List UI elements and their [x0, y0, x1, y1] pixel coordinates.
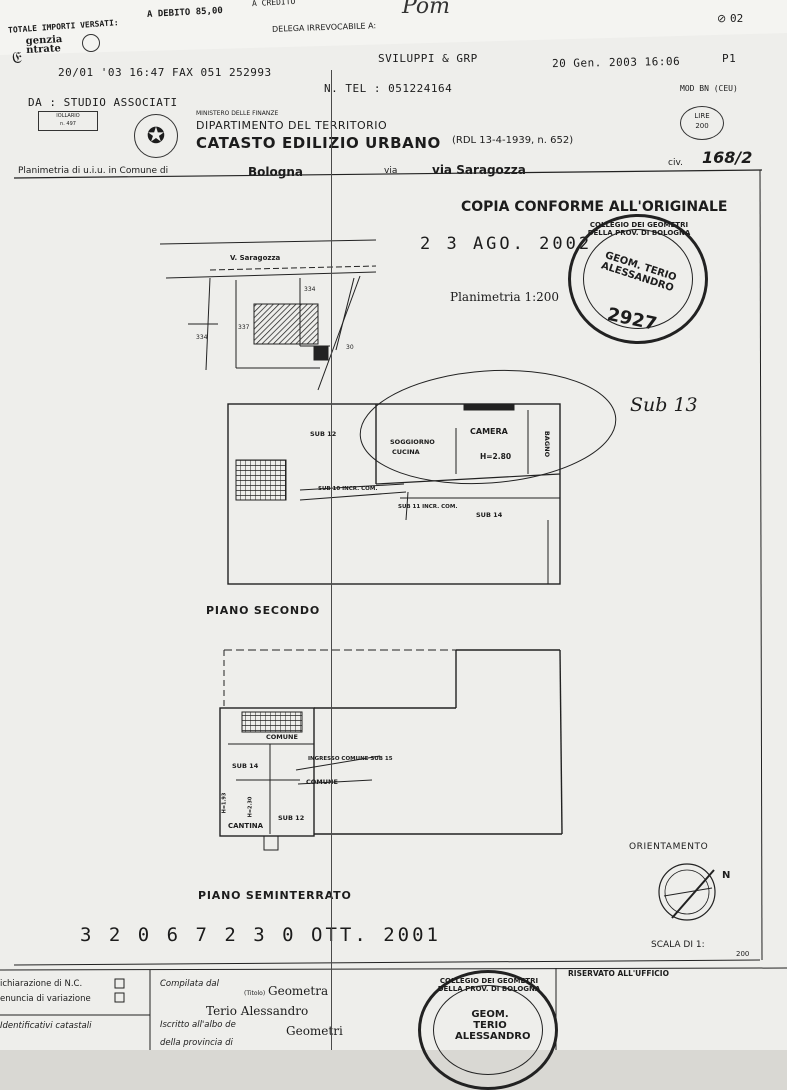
iscritto-label: Iscritto all'albo de [160, 1020, 236, 1030]
scala-label: SCALA DI 1: [651, 940, 705, 950]
copia-date-stamp: 2 3 AGO. 2002 [420, 234, 593, 254]
lot-334-a: 334 [304, 286, 316, 293]
geometri-value: Geometri [286, 1024, 343, 1038]
geometra-seal-bottom: COLLEGIO DEI GEOMETRI DELLA PROV. DI BOL… [418, 970, 558, 1090]
law-reference: (RDL 13-4-1939, n. 652) [452, 135, 574, 146]
identificativi-label: Identificativi catastali [0, 1021, 92, 1031]
height-label: H=2.80 [480, 452, 512, 461]
civ-label: civ. [668, 158, 683, 168]
sub14-label: SUB 14 [476, 511, 503, 519]
titolo-label: (Titolo) [244, 990, 266, 997]
seal2-ring-text: COLLEGIO DEI GEOMETRI DELLA PROV. DI BOL… [437, 977, 541, 993]
copia-conforme-stamp: COPIA CONFORME ALL'ORIGINALE [461, 199, 728, 215]
sub11-label: SUB 11 INCR. COM. [398, 504, 458, 510]
fax-tel: N. TEL : 051224164 [324, 82, 453, 95]
lot-30: 30 [346, 344, 354, 351]
fax-sender-line: 20/01 '03 16:47 FAX 051 252993 [58, 66, 272, 79]
comune-top-label: COMUNE [266, 733, 298, 741]
seal-ring-text: COLLEGIO DEI GEOMETRI DELLA PROV. DI BOL… [587, 221, 691, 237]
geometra-seal: COLLEGIO DEI GEOMETRI DELLA PROV. DI BOL… [568, 214, 708, 344]
page-number: 02 [730, 12, 744, 25]
geometra-title: Geometra [268, 984, 329, 998]
emblem-icon [82, 34, 100, 52]
sub-annotation: Sub 13 [630, 394, 698, 416]
piano-secondo-title: PIANO SECONDO [206, 604, 321, 617]
lot-337: 337 [238, 324, 250, 331]
comune-mid-label: COMUNE [306, 778, 338, 786]
soggiorno-label: SOGGIORNO [390, 438, 435, 446]
ministry-line1: MINISTERO DELLE FINANZE [196, 110, 279, 117]
nome-compilatore: Terio Alessandro [206, 1004, 309, 1018]
scala-value: 200 [736, 950, 750, 958]
floor-plan-drawing [0, 169, 787, 1050]
denuncia-label: enuncia di variazione [0, 994, 91, 1004]
cucina-label: CUCINA [392, 448, 420, 456]
modello-label: MOD BN (CEU) [680, 84, 738, 93]
compilata-label: Compilata dal [160, 979, 219, 989]
frame-top-line [13, 169, 763, 179]
catasto-title: CATASTO EDILIZIO URBANO [196, 134, 441, 152]
street-label: V. Saragozza [230, 254, 281, 262]
frame-right-line [759, 169, 763, 961]
lire-stamp: LIRE 200 [680, 106, 724, 140]
camera-label: CAMERA [470, 427, 508, 436]
fold-line [331, 70, 332, 1050]
via-label: via [384, 166, 398, 176]
lot-334-b: 334 [196, 334, 208, 341]
sub12-semi-label: SUB 12 [278, 814, 305, 822]
page-marker-icon: ⊘ [717, 12, 727, 25]
sub14-semi-label: SUB 14 [232, 762, 259, 770]
lire-label: LIRE [694, 112, 710, 120]
frame-bottom-line [13, 959, 761, 966]
ministry-line2: DIPARTIMENTO DEL TERRITORIO [196, 119, 388, 132]
riservato-label: RISERVATO ALL'UFFICIO [568, 969, 669, 978]
sub12-label: SUB 12 [310, 430, 337, 438]
dichiarazione-label: ichiarazione di N.C. [0, 979, 83, 989]
ingresso-label: INGRESSO COMUNE SUB 15 [308, 756, 393, 762]
cantina-label: CANTINA [228, 822, 264, 830]
height-1-label: H=1.93 [221, 792, 228, 814]
sub10-label: SUB 10 INCR. COM. [318, 486, 378, 492]
height-2-label: H=2.30 [247, 796, 254, 818]
provincia-label: della provincia di [160, 1038, 233, 1048]
address-prefix: Planimetria di u.i.u. in Comune di [18, 166, 169, 176]
north-label: N [722, 870, 731, 881]
orientamento-label: ORIENTAMENTO [629, 842, 709, 852]
fax-company: SVILUPPI & GRP [378, 52, 478, 65]
lire-value: 200 [695, 122, 709, 130]
protocol-date: 3 2 0 6 7 2 3 0 OTT. 2001 [80, 924, 441, 946]
bagno-label: BAGNO [543, 430, 552, 458]
fax-page: P1 [722, 52, 737, 65]
seal2-center-text: GEOM. TERIO ALESSANDRO [455, 1009, 531, 1042]
handwritten-top: Pom [402, 0, 451, 19]
plan-scale: Planimetria 1:200 [450, 290, 560, 304]
civ-value: 168/2 [702, 148, 753, 167]
piano-seminterrato-title: PIANO SEMINTERRATO [198, 889, 352, 902]
fax-from: DA : STUDIO ASSOCIATI [28, 96, 178, 109]
republic-emblem-icon: ✪ [134, 114, 178, 158]
